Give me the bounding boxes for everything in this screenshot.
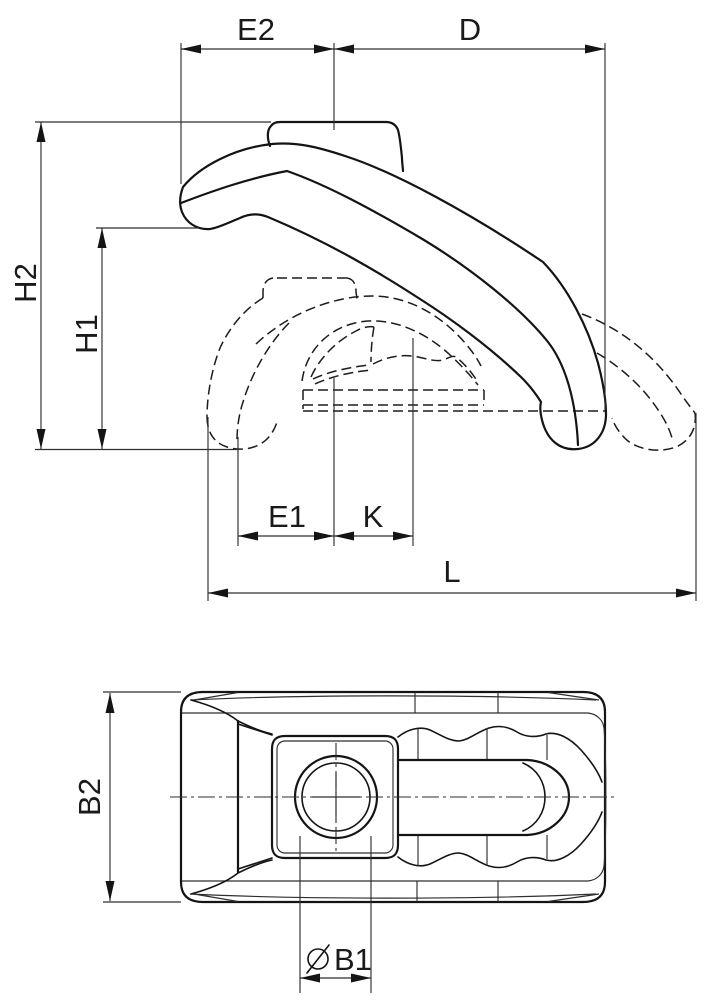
h2-label: H2 [8,263,43,303]
e2-label: E2 [237,12,275,47]
dimension-H1: H1 [69,227,199,449]
clamp-arm-crease [179,169,580,447]
e1-label: E1 [268,499,306,534]
insert-outline [270,734,400,860]
wing-sweep-top [190,699,273,735]
b2-label: B2 [72,778,107,816]
diameter-symbol-slash [306,944,330,974]
dimension-K: K [334,338,414,546]
right-lobe [372,354,479,383]
e2-extension-lines [180,43,335,184]
left-wing-inner [236,322,290,441]
body-band-ticks [414,692,499,902]
l-arrow-left [208,588,228,598]
k-arrow-left [334,531,354,541]
h2-reference-lines [35,121,271,451]
scallop-bottom [397,811,603,869]
l-arrow-right [676,588,696,598]
e2-arrow-right [314,44,334,54]
b1-arrow-left [300,973,320,983]
e1-extension-lines [237,378,335,546]
k-label: K [363,499,384,534]
spherical-dome [301,320,479,386]
diameter-symbol-icon [306,944,330,974]
b1-label: B1 [334,942,372,977]
neck-band [302,389,485,409]
l-extension-lines [207,413,697,601]
b2-extension-lines [103,691,181,903]
left-lobe [310,325,375,385]
dimension-H2: H2 [8,121,271,451]
top-pad-stub [266,120,405,173]
slot-edges [396,758,529,837]
h1-label: H1 [69,314,104,354]
saddle-arch [255,295,482,367]
h2-arrow-top [36,122,46,142]
diameter-symbol-circle [307,948,329,970]
e2-arrow-left [181,44,201,54]
scallop-top [397,725,603,783]
right-foot-bottom [611,412,697,451]
wing-sweep-bottom [190,859,273,895]
side-view: E2 D H2 H1 [8,12,697,601]
dimension-B1: B1 [299,836,372,993]
pocket-slants [237,723,273,870]
e1-arrow-left [238,531,258,541]
right-wing-outer [581,313,696,414]
dimension-B2: B2 [72,691,181,903]
k-arrow-right [393,531,413,541]
h2-arrow-bottom [36,429,46,449]
right-wing-inner [596,352,673,439]
b1-arrow-right [351,973,371,983]
body-outline [179,690,607,904]
dimension-D: D [334,12,606,410]
d-arrow-right [585,44,605,54]
top-view: B2 B1 [72,690,614,993]
body-corner-bevels [193,691,600,903]
scallop-dividers [417,728,548,866]
dimension-E2: E2 [180,12,335,184]
left-foot-bottom [206,416,278,450]
b2-arrow-top [105,693,115,713]
dimension-E1: E1 [237,378,335,546]
b1-extension-lines [299,836,372,993]
d-label: D [459,12,481,47]
hidden-rear-pad [262,277,358,300]
hidden-base-outline [206,277,697,451]
dimension-L: L [207,413,697,601]
clamp-arm [179,120,608,451]
clamp-arm-outline [179,142,608,451]
left-wing-outer [206,297,264,418]
b2-arrow-bottom [105,881,115,901]
d-arrow-left [334,44,354,54]
h1-arrow-bottom [97,429,107,449]
body-inner-contours [190,695,597,899]
h1-arrow-top [97,228,107,248]
e1-arrow-right [314,531,334,541]
l-label: L [443,554,460,589]
